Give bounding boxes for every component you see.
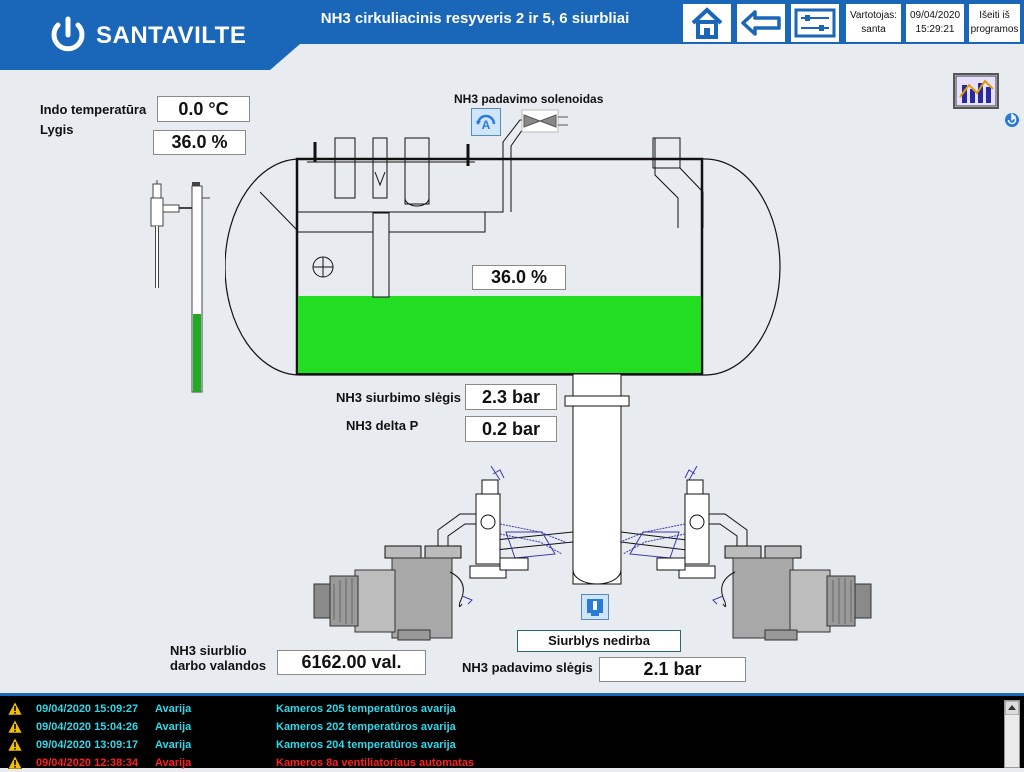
alarm-message: Kameros 205 temperatūros avarija xyxy=(276,703,456,715)
alarm-type: Avarija xyxy=(155,757,192,769)
pump-right xyxy=(619,465,872,641)
alarm-type: Avarija xyxy=(155,721,192,733)
alarm-type: Avarija xyxy=(155,703,192,715)
alarm-time: 09/04/2020 15:09:27 xyxy=(36,703,139,715)
temperature-value: 0.0 °C xyxy=(157,96,250,122)
alarm-row[interactable]: 09/04/2020 15:09:27 Avarija Kameros 205 te… xyxy=(0,700,1000,718)
alarm-row[interactable]: 09/04/2020 13:09:17 Avarija Kameros 204 te… xyxy=(0,736,1000,754)
temperature-label: Indo temperatūra xyxy=(40,102,147,117)
datetime-box: 09/04/2020 15:29:21 xyxy=(905,3,965,43)
hours-label-2: darbo valandos xyxy=(170,658,267,673)
suction-pressure-value: 2.3 bar xyxy=(465,384,557,410)
receiver-tank-diagram xyxy=(225,119,781,585)
delta-p-label: NH3 delta P xyxy=(346,418,419,433)
alarm-message: Kameros 8a ventiliatoriaus automatas xyxy=(276,757,475,769)
level-gauge-fill xyxy=(193,314,201,392)
header-bar: SANTAVILTE NH3 cirkuliacinis resyveris 2… xyxy=(0,0,1024,70)
alarm-time: 09/04/2020 13:09:17 xyxy=(36,739,139,751)
pump-left xyxy=(313,465,566,641)
alarm-time: 09/04/2020 12:38:34 xyxy=(36,757,139,769)
back-arrow-icon xyxy=(741,10,781,36)
tank-level-value: 36.0 % xyxy=(472,265,566,290)
exit-label-1: Išeiti iš xyxy=(979,10,1010,21)
warning-icon xyxy=(8,738,22,751)
alarm-type: Avarija xyxy=(155,739,192,751)
brand-name: SANTAVILTE xyxy=(96,22,247,49)
warning-icon xyxy=(8,720,22,733)
hours-label-1: NH3 siurblio xyxy=(170,643,247,658)
sliders-icon xyxy=(794,8,836,38)
settings-button[interactable] xyxy=(790,3,840,43)
alarm-row[interactable]: 09/04/2020 15:04:26 Avarija Kameros 202 te… xyxy=(0,718,1000,736)
santavilte-logo-icon xyxy=(51,16,85,52)
home-button[interactable] xyxy=(682,3,732,43)
auto-mode-icon: A xyxy=(476,114,496,132)
user-name: santa xyxy=(861,24,886,35)
pump-control-button[interactable] xyxy=(581,594,609,620)
auto-mode-button[interactable]: A xyxy=(471,108,501,136)
solenoid-label: NH3 padavimo solenoidas xyxy=(454,92,604,106)
time-text: 15:29:21 xyxy=(915,24,955,35)
tank-liquid-level xyxy=(298,295,701,373)
suction-pressure-label: NH3 siurbimo slėgis xyxy=(336,390,461,405)
level-label: Lygis xyxy=(40,122,74,137)
feed-pressure-value: 2.1 bar xyxy=(599,657,746,682)
exit-label-2: programos xyxy=(970,24,1019,35)
warning-icon xyxy=(8,702,22,715)
alarm-message: Kameros 202 temperatūros avarija xyxy=(276,721,456,733)
back-button[interactable] xyxy=(736,3,786,43)
solenoid-valve-icon xyxy=(521,109,568,133)
alarm-message: Kameros 204 temperatūros avarija xyxy=(276,739,456,751)
delta-p-value: 0.2 bar xyxy=(465,416,557,442)
pump-status: Siurblys nedirba xyxy=(517,630,681,652)
level-gauge xyxy=(150,180,210,393)
trend-chart-button[interactable] xyxy=(953,73,999,109)
pump-hand-icon xyxy=(587,599,603,616)
home-icon xyxy=(691,7,723,39)
alarm-row[interactable]: 09/04/2020 12:38:34 Avarija Kameros 8a ven… xyxy=(0,754,1000,772)
refresh-icon[interactable] xyxy=(1004,112,1020,128)
level-value: 36.0 % xyxy=(153,130,246,155)
alarm-scrollbar[interactable] xyxy=(1004,700,1020,768)
user-label: Vartotojas: xyxy=(849,10,898,21)
warning-icon xyxy=(8,756,22,769)
user-info: Vartotojas: santa xyxy=(845,3,902,43)
feed-pressure-label: NH3 padavimo slėgis xyxy=(462,660,593,675)
scroll-up-arrow-icon[interactable] xyxy=(1005,701,1019,715)
trend-chart-icon xyxy=(955,75,997,107)
svg-text:A: A xyxy=(482,118,491,132)
date-text: 09/04/2020 xyxy=(909,10,961,21)
alarm-time: 09/04/2020 15:04:26 xyxy=(36,721,139,733)
pump-hours-value: 6162.00 val. xyxy=(277,650,426,675)
exit-button[interactable]: Išeiti iš programos xyxy=(968,3,1021,43)
page-title: NH3 cirkuliacinis resyveris 2 ir 5, 6 si… xyxy=(320,10,630,27)
